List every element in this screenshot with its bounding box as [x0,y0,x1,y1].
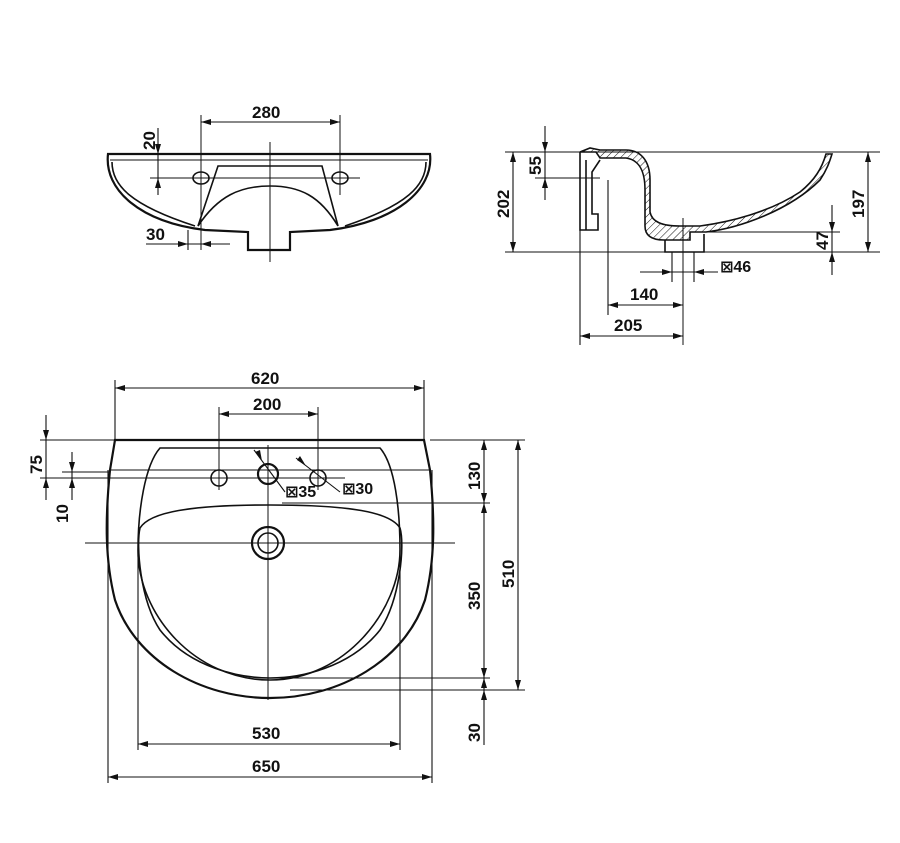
dim-75-arrow-top [43,430,49,440]
dim-30b-label: 30 [465,723,484,742]
dim-47-label: 47 [813,231,832,250]
dim-46-arrow-left [662,269,672,275]
dim-10-arrow-top [69,462,75,472]
dim-197-arrow-top [865,152,871,162]
dim-280-label: 280 [252,103,280,122]
dim-205-label: 205 [614,316,642,335]
dim-650-label: 650 [252,757,280,776]
dim-30-arrow-left [178,241,188,247]
front-view: 280 20 30 [106,103,432,262]
dim-20-arrow-top [155,144,161,154]
dim-140-label: 140 [630,285,658,304]
basin-side-wall-bracket [579,152,601,231]
leader-35-arrow [255,450,262,461]
dim-130-arrow-bot [481,493,487,503]
dim-130-label: 130 [465,462,484,490]
dim-650-arrow-left [108,774,118,780]
dim-46-label: ⊠46 [720,259,751,276]
dim-510-arrow-top [515,440,521,450]
dim-30-label: 30 [146,225,165,244]
dim-10-arrow-bot [69,478,75,488]
dim-197-arrow-bot [865,242,871,252]
dim-350-label: 350 [465,582,484,610]
dim-55-arrow-top [542,142,548,152]
dim-55-arrow-bot [542,178,548,188]
dim-75-label: 75 [27,455,46,474]
basin-front-inner-curve-left [111,161,196,227]
dim-20-label: 20 [140,131,159,150]
dim-140-arrow-left [608,302,618,308]
dim-200-arrow-right [308,411,318,417]
dim-47-arrow-top [829,222,835,232]
dim-30-arrow-right [201,241,211,247]
basin-front-pedestal-arch [197,165,339,227]
top-view: 620 200 75 10 ⊠35 ⊠30 13 [27,369,525,783]
dim-46-arrow-right [694,269,704,275]
dim-350-arrow-top [481,503,487,513]
dim-30b-arrow-bot [481,690,487,700]
dim-140-arrow-right [673,302,683,308]
dim-202-label: 202 [494,190,513,218]
dim-130-arrow-top [481,440,487,450]
hole-30-label: ⊠30 [342,481,373,498]
dim-10-label: 10 [53,504,72,523]
dim-205-arrow-right [673,333,683,339]
dim-30b-arrow-top [481,678,487,688]
side-view: 55 202 197 47 ⊠46 140 205 [494,126,880,345]
dim-200-label: 200 [253,395,281,414]
hole-35-label: ⊠35 [285,484,316,501]
basin-side-section [579,147,834,241]
dim-202-arrow-top [510,152,516,162]
dim-620-arrow-right [414,385,424,391]
dim-200-arrow-left [219,411,229,417]
dim-510-label: 510 [499,560,518,588]
dim-75-arrow-bot [43,478,49,488]
dim-530-arrow-right [390,741,400,747]
basin-top-bowl [137,504,403,679]
dim-280-arrow-left [201,119,211,125]
dim-530-arrow-left [138,741,148,747]
basin-front-inner-curve-right [344,161,427,227]
dim-620-arrow-left [115,385,125,391]
dim-650-arrow-right [422,774,432,780]
basin-front-outline [106,152,432,252]
dim-197-label: 197 [849,190,868,218]
dim-47-arrow-bot [829,252,835,262]
basin-top-outline [105,438,435,700]
dim-280-arrow-right [330,119,340,125]
dim-205-arrow-left [580,333,590,339]
dim-620-label: 620 [251,369,279,388]
leader-30-arrow [297,456,306,466]
dim-202-arrow-bot [510,242,516,252]
dim-350-arrow-bot [481,668,487,678]
dim-55-label: 55 [526,156,545,175]
dim-20-arrow-bot [155,178,161,188]
dim-530-label: 530 [252,724,280,743]
dim-510-arrow-bot [515,680,521,690]
